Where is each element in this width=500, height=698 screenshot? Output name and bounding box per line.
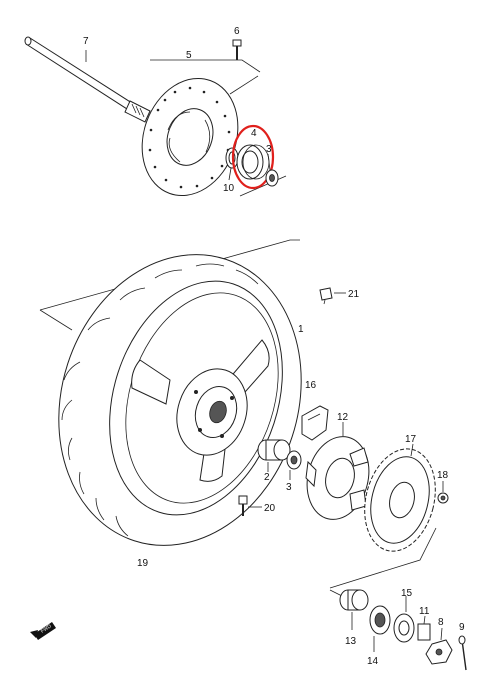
callout-13: 13 (345, 636, 357, 647)
fwd-direction-arrow: FWD (30, 622, 56, 640)
sprocket-drum-12[interactable] (299, 430, 378, 526)
callout-12: 12 (337, 412, 349, 423)
callout-6: 6 (234, 26, 240, 37)
spacer-2[interactable] (257, 439, 291, 461)
callout-3-lower: 3 (286, 482, 292, 493)
axle-nut-8[interactable] (425, 639, 453, 665)
sprocket-nut-18[interactable] (437, 492, 449, 504)
rear-axle[interactable] (24, 36, 151, 123)
callout-9: 9 (459, 622, 465, 633)
cush-damper-16[interactable] (301, 405, 329, 441)
callout-18: 18 (437, 470, 449, 481)
callout-11: 11 (419, 606, 430, 617)
callout-21: 21 (348, 289, 360, 300)
disc-bolt[interactable] (232, 39, 242, 60)
rear-sprocket-17[interactable] (354, 441, 445, 558)
bearing-14[interactable] (369, 605, 391, 635)
callout-15: 15 (401, 588, 413, 599)
tire-valve[interactable] (319, 287, 333, 305)
fwd-label: FWD (40, 623, 53, 634)
cotter-pin-9[interactable] (458, 635, 467, 671)
callout-19: 19 (137, 558, 149, 569)
callout-16: 16 (305, 380, 317, 391)
callout-3-upper: 3 (266, 144, 272, 155)
highlight-circle (231, 124, 275, 190)
bearing-3-lower[interactable] (286, 450, 302, 470)
wheel-hub[interactable] (131, 339, 270, 482)
callout-2: 2 (264, 472, 270, 483)
brake-disc[interactable] (126, 65, 253, 209)
spacer-11[interactable] (417, 623, 431, 641)
callout-10: 10 (223, 183, 235, 194)
callout-8: 8 (438, 617, 444, 628)
valve-nut-20[interactable] (238, 495, 248, 516)
callout-14: 14 (367, 656, 379, 667)
oil-seal-15[interactable] (393, 613, 415, 643)
callout-17: 17 (405, 434, 417, 445)
callout-1: 1 (298, 324, 304, 335)
callout-4: 4 (251, 128, 257, 139)
collar-13[interactable] (339, 589, 369, 611)
bearing-collar-4[interactable] (236, 144, 270, 180)
callout-5: 5 (186, 50, 192, 61)
bearing-3-upper[interactable] (265, 169, 279, 187)
callout-20: 20 (264, 503, 276, 514)
callout-7: 7 (83, 36, 89, 47)
